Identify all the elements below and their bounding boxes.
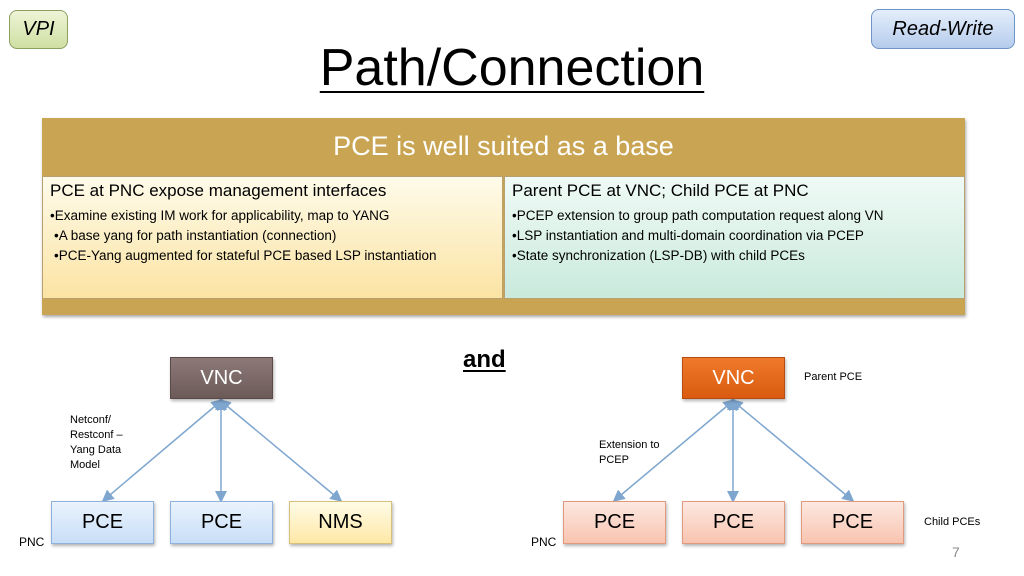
child-pce-node-1: PCE	[563, 501, 666, 544]
list-item: •Examine existing IM work for applicabil…	[50, 208, 390, 223]
edge-label-line: Restconf –	[70, 429, 123, 441]
edge-label-line: Extension to	[599, 439, 660, 451]
vnc-to-nms-arrow	[218, 399, 343, 502]
vnc-to-child-pce1-arrow	[612, 399, 736, 502]
pnc-label-left: PNC	[19, 535, 45, 549]
vnc-node-left: VNC	[170, 357, 273, 399]
netconf-edge-label: Netconf/ Restconf – Yang Data Model	[70, 413, 123, 473]
parent-pce-label: Parent PCE	[804, 371, 863, 383]
summary-panel: PCE is well suited as a base PCE at PNC …	[42, 118, 965, 315]
list-item: •State synchronization (LSP-DB) with chi…	[512, 248, 805, 263]
nms-node: NMS	[289, 501, 392, 544]
child-pces-label: Child PCEs	[924, 516, 981, 528]
list-item: •PCE-Yang augmented for stateful PCE bas…	[54, 248, 437, 263]
pnc-interfaces-cell: PCE at PNC expose management interfaces …	[42, 176, 503, 299]
pce-node-left-2: PCE	[170, 501, 273, 544]
parent-child-pce-heading: Parent PCE at VNC; Child PCE at PNC	[512, 181, 809, 200]
pcep-edge-label: Extension to PCEP	[599, 438, 660, 468]
edge-label-line: Model	[70, 459, 100, 471]
read-write-tag: Read-Write	[871, 9, 1015, 49]
panel-header: PCE is well suited as a base	[333, 131, 674, 161]
edge-label-line: PCEP	[599, 454, 629, 466]
child-pce-node-3: PCE	[801, 501, 904, 544]
pnc-interfaces-list: •Examine existing IM work for applicabil…	[50, 209, 495, 263]
edge-label-line: Netconf/	[70, 414, 111, 426]
page-title: Path/Connection	[319, 39, 705, 97]
edge-label-line: Yang Data	[70, 444, 122, 456]
vnc-to-pce1-arrow	[101, 399, 224, 502]
pnc-interfaces-heading: PCE at PNC expose management interfaces	[50, 181, 387, 200]
child-pce-node-2: PCE	[682, 501, 785, 544]
and-connector: and	[463, 346, 506, 373]
list-item: •LSP instantiation and multi-domain coor…	[512, 228, 864, 243]
vnc-to-child-pce3-arrow	[730, 399, 855, 502]
vpi-tag: VPI	[9, 10, 68, 49]
list-item: •PCEP extension to group path computatio…	[512, 208, 884, 223]
parent-child-pce-list: •PCEP extension to group path computatio…	[512, 209, 957, 263]
list-item: •A base yang for path instantiation (con…	[54, 228, 337, 243]
parent-child-pce-cell: Parent PCE at VNC; Child PCE at PNC •PCE…	[504, 176, 965, 299]
pnc-label-right: PNC	[531, 535, 557, 549]
vnc-node-right: VNC	[682, 357, 785, 399]
pce-node-left-1: PCE	[51, 501, 154, 544]
page-number: 7	[952, 544, 960, 560]
